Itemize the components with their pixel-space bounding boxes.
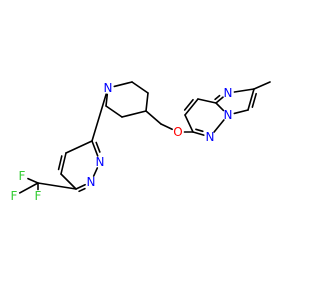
bond-cf-f1 (27, 177, 39, 184)
bond-pn-qc3 (91, 93, 107, 142)
bonds-layer (18, 81, 271, 194)
atom-label-n4: N (224, 108, 233, 122)
bond-n5-n4 (213, 119, 225, 133)
bond-qc3-qn2-double (95, 141, 101, 153)
bond-n1-c8a (215, 96, 224, 104)
bond-ch2-pc4 (145, 110, 162, 125)
bond-pc4-pc3 (145, 92, 149, 112)
bond-pc6-pc5 (105, 105, 123, 118)
bond-pn-pc6 (105, 93, 109, 107)
atom-label-qn2: N (96, 155, 105, 169)
atom-o: O (173, 125, 182, 139)
bond-pc2-pn (113, 81, 133, 88)
bond-qc5-qc4 (60, 152, 67, 175)
atom-label-n5: N (206, 130, 215, 144)
atom-label-qn1: N (87, 175, 96, 189)
atom-qn1: N (87, 175, 96, 189)
bond-c2-n1 (233, 88, 255, 93)
atom-n4: N (224, 108, 233, 122)
atom-label-n1: N (224, 86, 233, 100)
atom-f1: F (19, 169, 26, 183)
bond-qc5-qc4-double (57, 155, 63, 171)
bond-qc3-qn2 (91, 140, 99, 157)
bond-qn1-qc6 (75, 183, 86, 190)
atom-label-f1: F (19, 169, 26, 183)
bond-qn2-qn1 (92, 167, 99, 177)
atom-label-pn: N (104, 81, 113, 95)
bond-c6-n5-double (195, 128, 204, 133)
bond-qc6-qc5 (60, 173, 77, 190)
bond-c7-c6 (184, 114, 194, 133)
bond-c8a-c8 (197, 98, 217, 104)
bond-c_me-c2 (253, 81, 271, 90)
bond-c3-n4 (233, 109, 249, 115)
bond-qc4-qc3 (65, 140, 93, 154)
bond-n1-c8a-double (214, 94, 221, 101)
bond-pc3-pc2 (131, 81, 149, 94)
bond-c2-c3-double (251, 92, 257, 108)
atom-f2: F (35, 189, 42, 203)
bond-pc5-pc4 (121, 110, 147, 118)
atom-label-f3: F (11, 189, 18, 203)
atom-qn2: N (96, 155, 105, 169)
atom-n5: N (206, 130, 215, 144)
atom-n1: N (224, 86, 233, 100)
bond-qc6-cf (37, 182, 77, 190)
bond-c6-n5 (192, 131, 205, 136)
bond-o-ch2 (160, 123, 173, 131)
bond-c2-c3 (247, 88, 255, 111)
bond-qn1-qc6-double (78, 187, 86, 193)
atom-pn: N (104, 81, 113, 95)
bond-cf-f3 (18, 182, 39, 194)
atom-f3: F (11, 189, 18, 203)
bond-c8-c7 (184, 98, 199, 116)
bond-c8a-n4 (215, 102, 225, 112)
atom-label-o: O (173, 125, 182, 139)
atom-label-f2: F (35, 189, 42, 203)
bond-c8-c7-double (183, 98, 194, 111)
